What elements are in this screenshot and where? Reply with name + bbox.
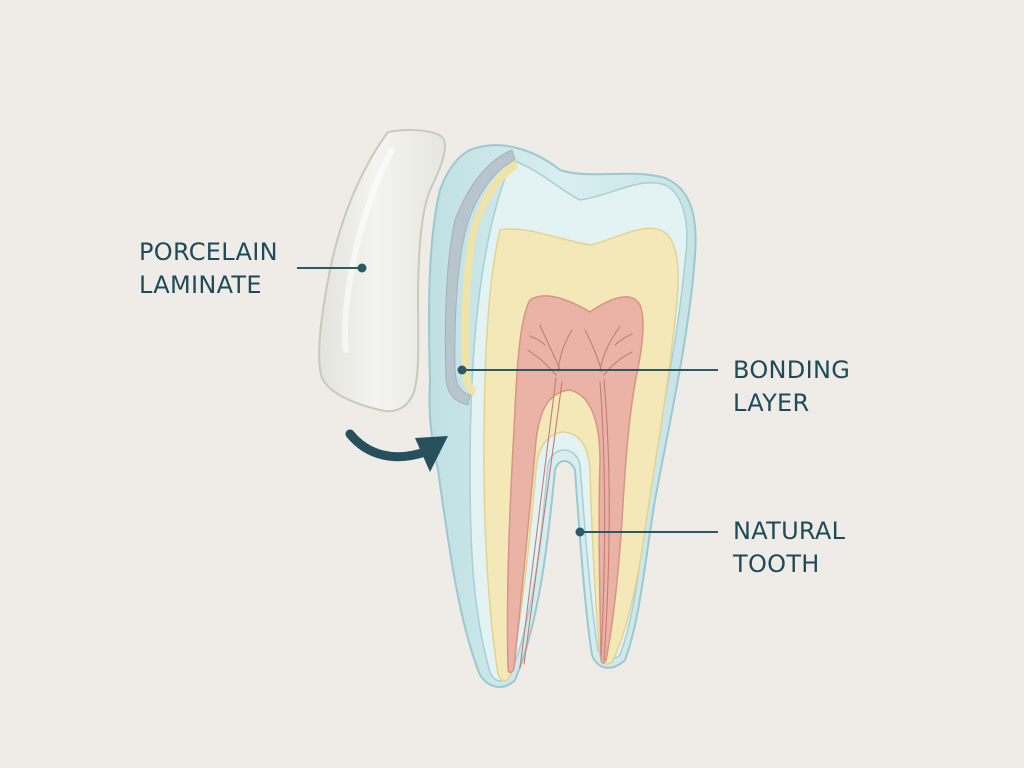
leader-porcelain [297,263,367,273]
bonding-layer-shape [444,149,516,406]
tooth-pulp [506,295,644,674]
leader-natural [575,527,718,537]
label-porcelain-line2: LAMINATE [139,271,262,299]
curved-arrow-icon [345,429,448,472]
laminate-highlight [342,147,395,353]
bonding-layer-yellow [461,160,518,396]
nerve-fibres [519,324,633,669]
label-natural-line1: NATURAL [733,517,846,545]
label-bonding-layer: BONDING LAYER [733,354,850,420]
label-porcelain-laminate: PORCELAIN LAMINATE [139,236,278,302]
porcelain-laminate-shape [318,129,446,413]
label-natural-line2: TOOTH [733,550,820,578]
label-porcelain-line1: PORCELAIN [139,238,278,266]
leader-bonding [457,365,718,375]
label-bonding-line1: BONDING [733,356,851,384]
label-bonding-line2: LAYER [733,389,810,417]
label-natural-tooth: NATURAL TOOTH [733,515,845,581]
